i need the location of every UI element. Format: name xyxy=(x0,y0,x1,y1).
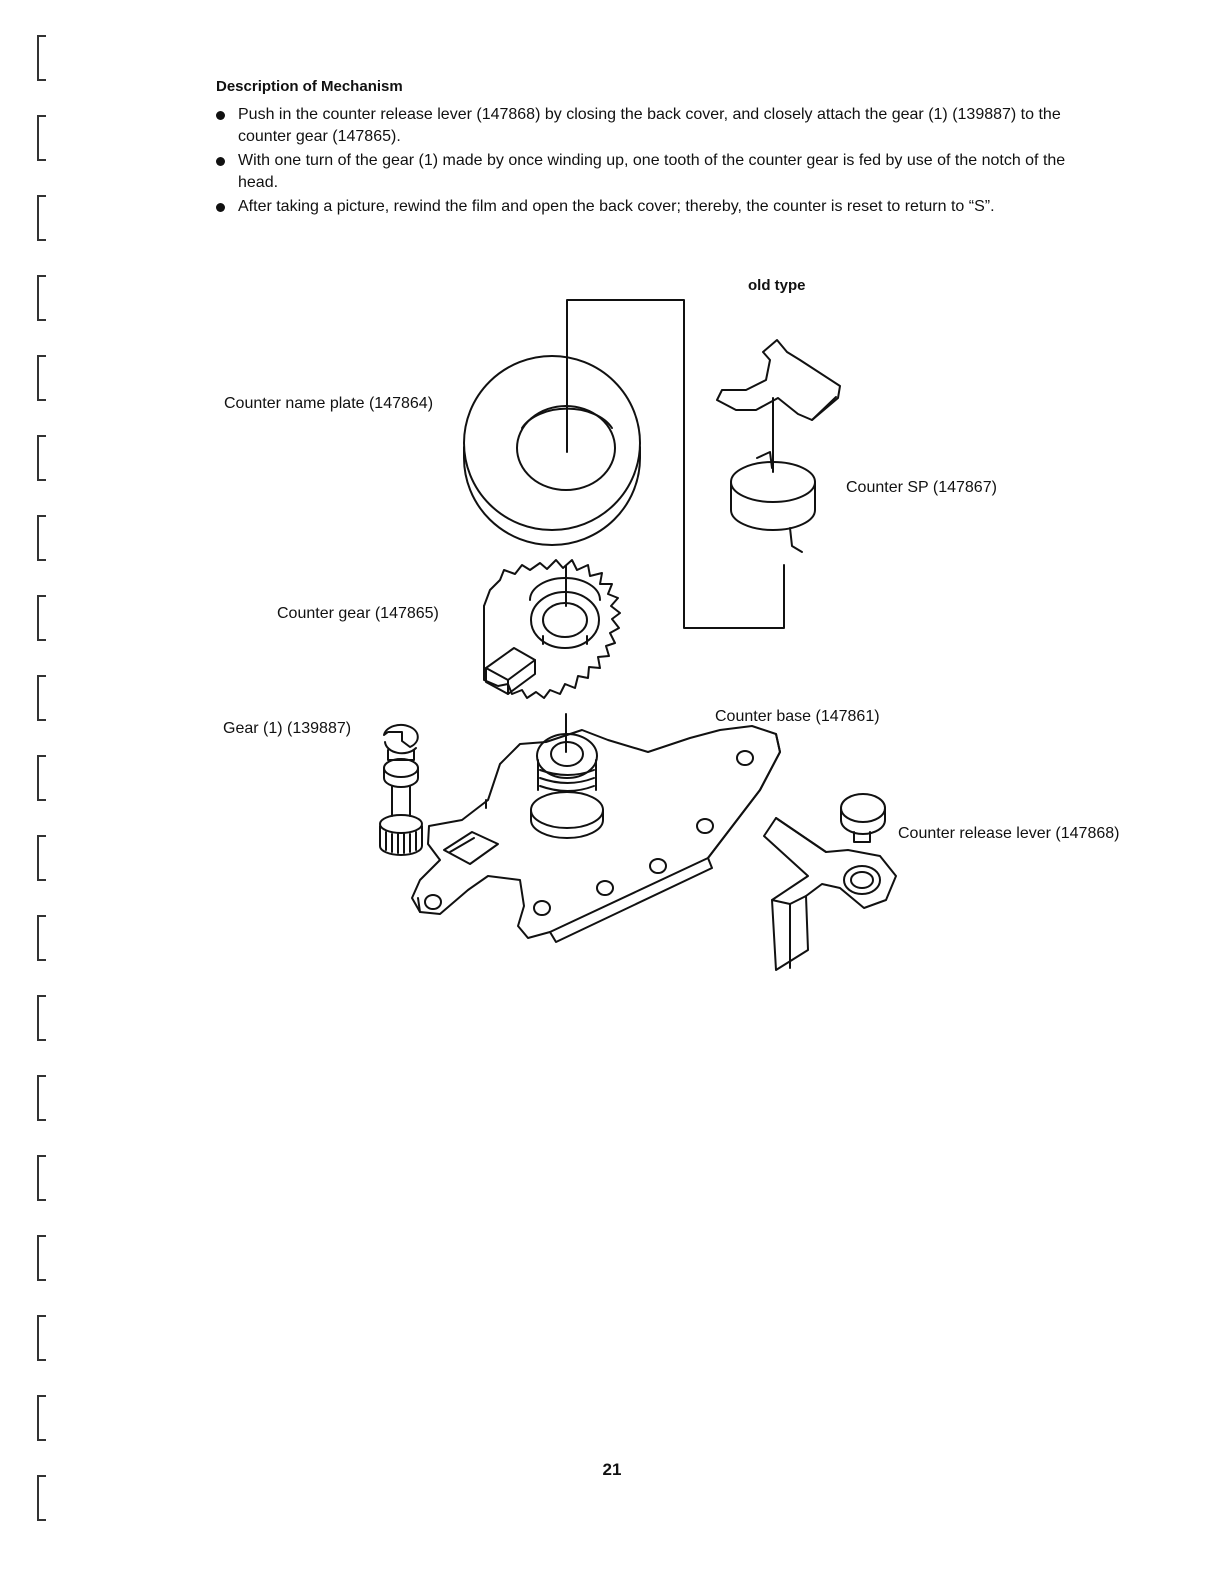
assembly-linkage-line xyxy=(566,299,785,629)
counter-name-plate-drawing xyxy=(463,355,641,546)
counter-release-lever-drawing xyxy=(763,793,897,971)
gear-1-drawing xyxy=(379,723,423,856)
list-item: After taking a picture, rewind the film … xyxy=(216,196,1106,218)
list-item: Push in the counter release lever (14786… xyxy=(216,104,1106,148)
page-number: 21 xyxy=(602,1460,622,1479)
label-counter-sp: Counter SP (147867) xyxy=(846,479,997,496)
bullet-icon xyxy=(216,111,225,120)
label-counter-gear: Counter gear (147865) xyxy=(277,605,439,622)
section-heading: Description of Mechanism xyxy=(216,78,403,95)
bullet-icon xyxy=(216,203,225,212)
counter-base-drawing xyxy=(411,713,781,943)
bullet-icon xyxy=(216,157,225,166)
label-counter-base: Counter base (147861) xyxy=(715,708,880,725)
label-gear-1: Gear (1) (139887) xyxy=(223,720,352,737)
list-item: With one turn of the gear (1) made by on… xyxy=(216,150,1106,194)
label-counter-release-lever: Counter release lever (147868) xyxy=(898,825,1120,842)
description-list: Push in the counter release lever (14786… xyxy=(216,104,1106,220)
binder-edge-brackets xyxy=(37,35,46,1521)
counter-gear-drawing xyxy=(483,559,621,699)
label-counter-name-plate: Counter name plate (147864) xyxy=(224,395,434,412)
counter-sp-drawing xyxy=(716,339,841,553)
variant-label: old type xyxy=(748,277,806,294)
